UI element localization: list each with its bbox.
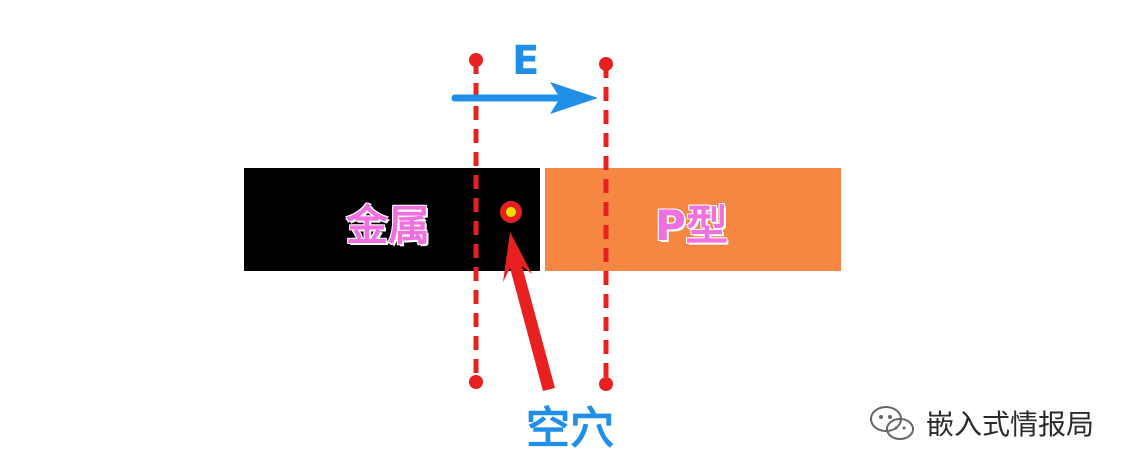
p-type-region [545,168,841,271]
metal-label: 金属 [346,201,431,250]
wechat-logo-icon [870,406,914,440]
hole-label: 空穴 [526,403,614,454]
p-type-label: P型 [655,201,728,250]
field-label: E [512,38,540,84]
left-boundary-line [469,53,483,389]
watermark-text: 嵌入式情报局 [926,408,1095,441]
right-boundary-line [599,57,613,391]
field-arrow [451,82,598,114]
watermark: 嵌入式情报局 [868,403,1094,443]
hole-pointer-arrow [503,232,555,391]
hole-particle [500,201,522,223]
metal-region [244,168,540,271]
